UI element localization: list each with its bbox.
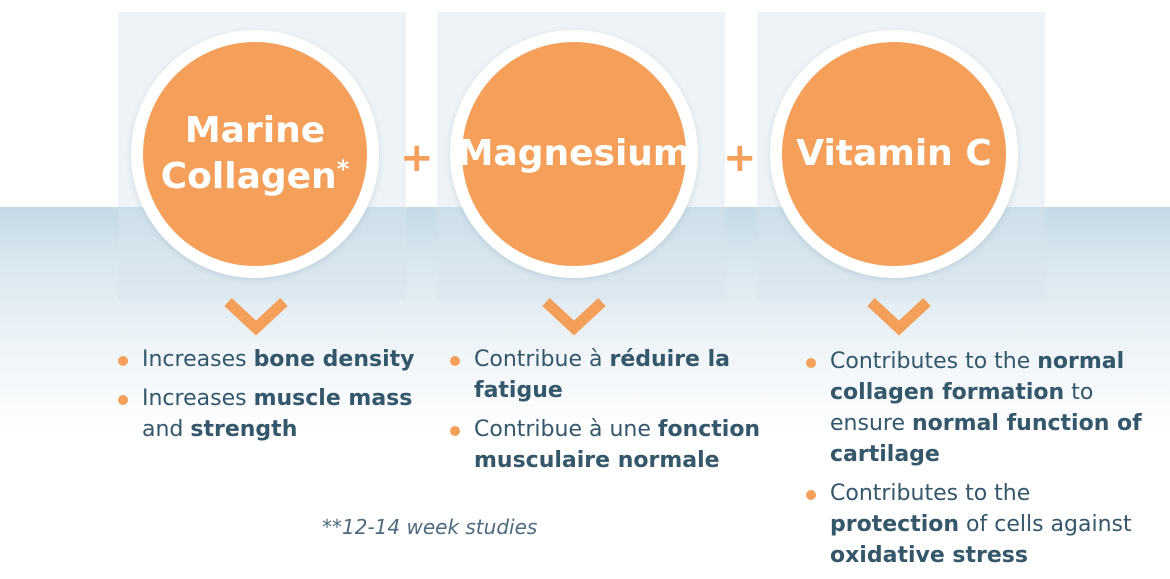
ingredient-collagen: Marine Collagen* [131,30,379,278]
list-item: Increases muscle mass and strength [118,383,428,445]
benefits-list-collagen: Increases bone density Increases muscle … [118,344,428,453]
ingredient-vitamin-c: Vitamin C [770,30,1018,278]
benefits-list-vitamin-c: Contributes to the normal collagen forma… [806,346,1162,579]
ingredient-title: Magnesium [457,133,691,174]
list-item: Contributes to the normal collagen forma… [806,346,1162,470]
plus-sign: + [400,135,434,181]
list-item: Increases bone density [118,344,428,375]
ingredient-magnesium: Magnesium [450,30,698,278]
ingredient-title-line1: Marine [184,110,326,151]
chevron-down-icon [867,297,931,336]
footnote: **12-14 week studies [322,515,538,539]
chevron-down-icon [542,297,606,336]
benefits-list-magnesium: Contribue à réduire la fatigue Contribue… [450,344,785,484]
list-item: Contributes to the protection of cells a… [806,478,1162,571]
chevron-down-icon [224,297,288,336]
ingredient-title: Vitamin C [796,133,992,174]
list-item: Contribue à une fonction musculaire norm… [450,414,785,476]
plus-sign: + [723,135,757,181]
ingredient-title-line2: Collagen [160,156,337,197]
list-item: Contribue à réduire la fatigue [450,344,785,406]
asterisk-mark: * [336,155,350,183]
